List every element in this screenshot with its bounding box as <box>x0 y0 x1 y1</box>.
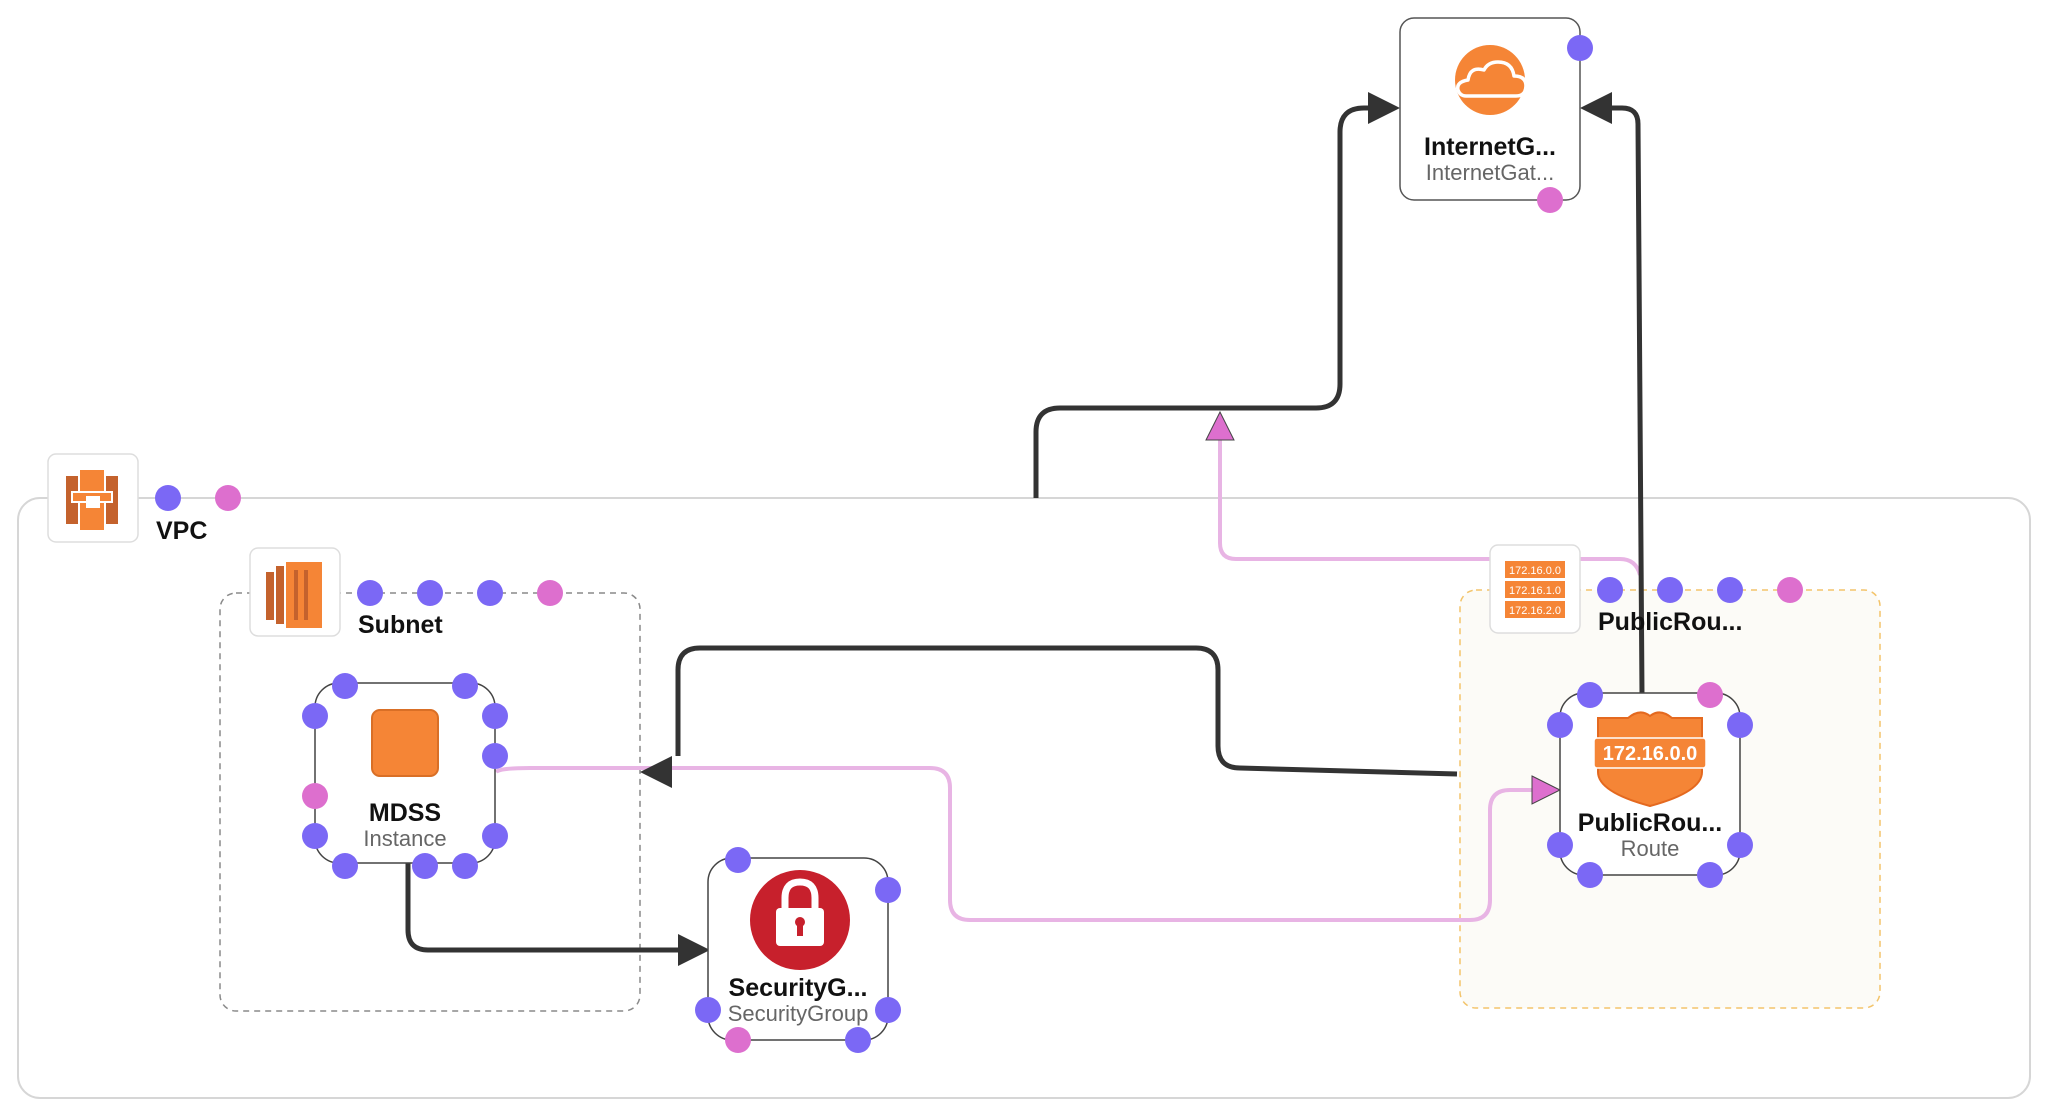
security-group-port[interactable] <box>725 847 751 873</box>
route-port[interactable] <box>1577 862 1603 888</box>
instance-port[interactable] <box>302 823 328 849</box>
subnet-group[interactable] <box>219 592 641 1012</box>
route-port[interactable] <box>1547 712 1573 738</box>
instance-port[interactable] <box>482 703 508 729</box>
security-group-title: SecurityG... <box>729 974 868 1002</box>
instance-port[interactable] <box>332 853 358 879</box>
instance-node[interactable]: MDSS Instance <box>314 682 496 864</box>
edge-vpc-to-internet-gateway[interactable] <box>1033 105 1372 498</box>
route-port[interactable] <box>1547 832 1573 858</box>
route-table-port[interactable] <box>1717 577 1743 603</box>
edge-route-to-internet-gateway[interactable] <box>1610 105 1645 696</box>
security-group-port[interactable] <box>875 997 901 1023</box>
edge-arrowhead <box>1205 410 1235 441</box>
security-group-subtitle: SecurityGroup <box>728 1001 869 1026</box>
internet-gateway-title: InternetG... <box>1424 133 1556 161</box>
route-shield-icon: 172.16.0.0 <box>1593 711 1707 808</box>
subnet-label: Subnet <box>358 611 443 639</box>
edge-arrowhead <box>640 756 672 788</box>
route-table-port[interactable] <box>1777 577 1803 603</box>
subnet-boundary <box>219 592 641 1012</box>
cloud-icon <box>1455 45 1528 115</box>
vpc-icon <box>47 453 139 543</box>
route-table-port[interactable] <box>1657 577 1683 603</box>
edge-instance-to-route[interactable] <box>494 766 1540 922</box>
edge-arrowhead <box>1531 775 1562 805</box>
route-port[interactable] <box>1577 682 1603 708</box>
route-port[interactable] <box>1727 832 1753 858</box>
route-table-icon: 172.16.0.0 172.16.1.0 172.16.2.0 <box>1489 544 1581 634</box>
edge-route-table-to-instance[interactable] <box>675 645 1458 777</box>
security-group-port[interactable] <box>725 1027 751 1053</box>
route-table-icon-line: 172.16.1.0 <box>1509 585 1561 597</box>
route-title: PublicRou... <box>1578 809 1722 837</box>
lock-icon <box>750 870 850 970</box>
edge-arrowhead <box>678 934 710 966</box>
instance-port[interactable] <box>412 853 438 879</box>
route-subtitle: Route <box>1621 836 1680 861</box>
edge-route-to-vpc[interactable] <box>1218 440 1642 576</box>
instance-port[interactable] <box>302 703 328 729</box>
edges <box>405 92 1645 966</box>
vpc-boundary <box>17 497 2031 1099</box>
instance-subtitle: Instance <box>363 826 446 851</box>
edge-arrowhead <box>1368 92 1400 124</box>
security-group-port[interactable] <box>845 1027 871 1053</box>
vpc-port[interactable] <box>215 485 241 511</box>
route-table-icon-line: 172.16.2.0 <box>1509 605 1561 617</box>
instance-port[interactable] <box>452 673 478 699</box>
instance-port[interactable] <box>332 673 358 699</box>
internet-gateway-subtitle: InternetGat... <box>1426 160 1554 185</box>
instance-title: MDSS <box>369 799 441 827</box>
route-table-port[interactable] <box>1597 577 1623 603</box>
security-group-port[interactable] <box>875 877 901 903</box>
route-port[interactable] <box>1697 862 1723 888</box>
route-port[interactable] <box>1727 712 1753 738</box>
vpc-label: VPC <box>156 517 207 545</box>
subnet-port[interactable] <box>417 580 443 606</box>
instance-port[interactable] <box>482 743 508 769</box>
edge-instance-to-security-group[interactable] <box>405 862 680 953</box>
subnet-port[interactable] <box>477 580 503 606</box>
vpc-group[interactable] <box>17 497 2031 1099</box>
subnet-port[interactable] <box>357 580 383 606</box>
security-group-port[interactable] <box>695 997 721 1023</box>
vpc-port[interactable] <box>155 485 181 511</box>
subnet-icon <box>249 547 341 637</box>
route-table-label: PublicRou... <box>1598 608 1742 636</box>
internet-gateway-port[interactable] <box>1567 35 1593 61</box>
security-group-node[interactable]: SecurityG... SecurityGroup <box>707 857 889 1041</box>
instance-port[interactable] <box>452 853 478 879</box>
instance-port[interactable] <box>302 783 328 809</box>
subnet-port[interactable] <box>537 580 563 606</box>
route-table-icon-line: 172.16.0.0 <box>1509 565 1561 577</box>
internet-gateway-port[interactable] <box>1537 187 1563 213</box>
instance-port[interactable] <box>482 823 508 849</box>
internet-gateway-node[interactable]: InternetG... InternetGat... <box>1399 17 1581 201</box>
edge-arrowhead <box>1580 92 1612 124</box>
route-node[interactable]: 172.16.0.0 PublicRou... Route <box>1559 692 1741 876</box>
instance-icon <box>371 709 439 777</box>
route-port[interactable] <box>1697 682 1723 708</box>
route-shield-text: 172.16.0.0 <box>1603 743 1698 765</box>
